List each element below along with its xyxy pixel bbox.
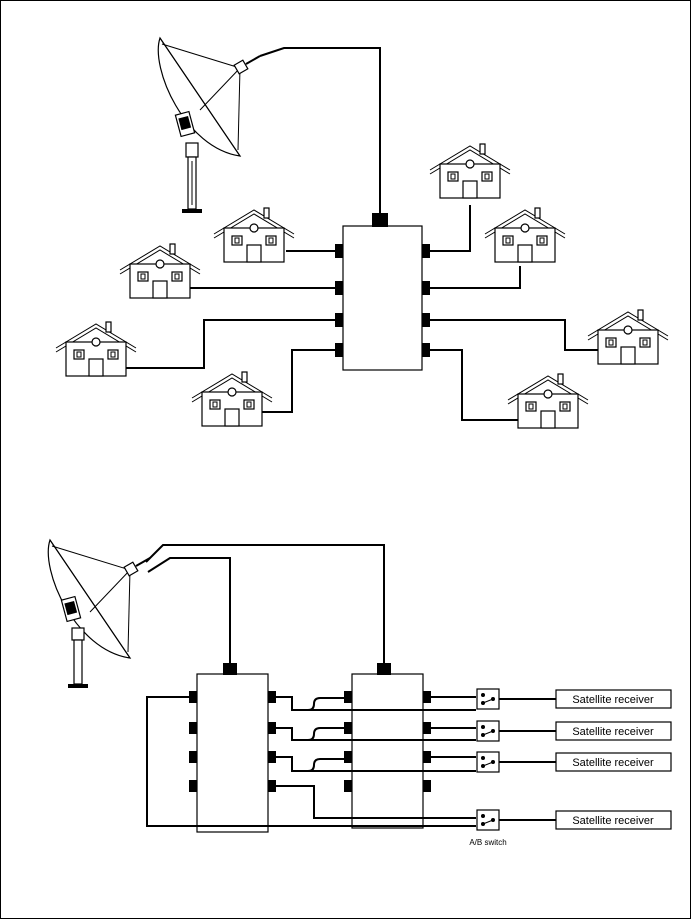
cable xyxy=(430,349,520,421)
satellite-receiver-2: Satellite receiver xyxy=(555,721,672,741)
satellite-receiver-3: Satellite receiver xyxy=(555,752,672,772)
dish-cable xyxy=(145,544,385,663)
port xyxy=(344,691,352,703)
port xyxy=(423,691,431,703)
cable xyxy=(430,205,471,252)
port xyxy=(189,751,197,763)
top-system xyxy=(55,37,669,429)
receiver-label: Satellite receiver xyxy=(572,726,654,738)
output-port xyxy=(335,313,343,327)
house-icon xyxy=(484,207,566,263)
port xyxy=(344,722,352,734)
port xyxy=(189,780,197,792)
input-port xyxy=(223,663,237,675)
ab-switch-icon xyxy=(476,688,500,710)
dish-cable xyxy=(259,47,381,214)
satellite-dish-icon xyxy=(47,539,151,688)
satellite-receiver-1: Satellite receiver xyxy=(555,689,672,709)
cable xyxy=(276,696,344,711)
port xyxy=(189,722,197,734)
cable xyxy=(430,266,521,289)
house-icon xyxy=(55,321,137,377)
house-icon xyxy=(191,371,273,427)
house-icon xyxy=(213,207,295,263)
ab-switch-label: A/B switch xyxy=(469,838,506,847)
satellite-receiver-4: Satellite receiver xyxy=(555,810,672,830)
house-icon xyxy=(429,143,511,199)
output-port xyxy=(335,244,343,258)
cable xyxy=(124,319,335,369)
house-icon xyxy=(507,373,589,429)
output-port xyxy=(422,281,430,295)
ab-switch-icon xyxy=(476,809,500,831)
cable xyxy=(276,756,344,772)
ab-switch-icon xyxy=(476,751,500,773)
ab-switch-icon xyxy=(476,720,500,742)
house-icon xyxy=(119,243,201,299)
cable xyxy=(430,319,600,351)
cable xyxy=(276,727,344,741)
port xyxy=(423,722,431,734)
receiver-label: Satellite receiver xyxy=(572,757,654,769)
output-port xyxy=(422,244,430,258)
port xyxy=(268,751,276,763)
port xyxy=(268,691,276,703)
port xyxy=(423,751,431,763)
output-port xyxy=(335,281,343,295)
multiswitch xyxy=(342,225,423,371)
input-port xyxy=(377,663,391,675)
multiswitch xyxy=(351,673,424,829)
input-port xyxy=(372,213,388,227)
port xyxy=(268,780,276,792)
port xyxy=(423,780,431,792)
cable xyxy=(276,785,476,819)
cable xyxy=(260,349,335,413)
bottom-system: Satellite receiver Satellite receiver Sa… xyxy=(47,539,672,847)
port xyxy=(344,751,352,763)
port xyxy=(344,780,352,792)
output-port xyxy=(422,313,430,327)
dish-cable xyxy=(147,557,231,663)
output-port xyxy=(422,343,430,357)
multiswitch xyxy=(196,673,269,833)
port xyxy=(189,691,197,703)
receiver-label: Satellite receiver xyxy=(572,815,654,827)
house-icon xyxy=(587,309,669,365)
port xyxy=(268,722,276,734)
receiver-label: Satellite receiver xyxy=(572,694,654,706)
satellite-dish-icon xyxy=(157,37,261,213)
output-port xyxy=(335,343,343,357)
cable xyxy=(146,696,476,827)
